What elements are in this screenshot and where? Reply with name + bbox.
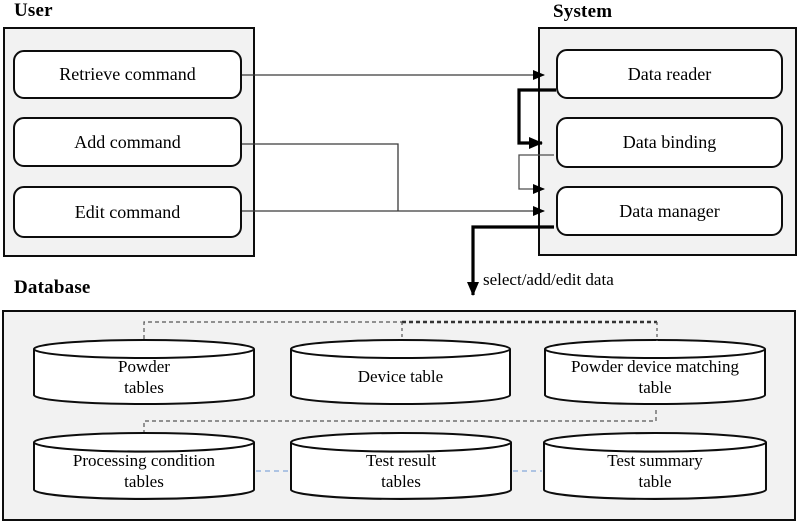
database-section-label: Database — [14, 277, 91, 298]
cylinder-label: Processing condition tables — [72, 450, 216, 491]
system-box-data-reader: Data reader — [556, 49, 783, 99]
data-manager-label: Data manager — [619, 200, 720, 221]
cylinder-label: Powder device matching table — [570, 356, 740, 397]
system-box-data-binding: Data binding — [556, 117, 783, 168]
database-cylinder-icon — [290, 339, 511, 405]
cylinder-label: Device table — [357, 367, 444, 386]
data-reader-label: Data reader — [627, 63, 712, 84]
select-add-edit-data-label: select/add/edit data — [483, 270, 614, 289]
user-section-label: User — [14, 0, 53, 21]
cylinder-powder-device-matching-table: Powder device matching table — [544, 339, 766, 407]
cylinder-powder-tables: Powder tables — [33, 339, 255, 407]
user-box-edit-command: Edit command — [13, 186, 242, 238]
database-cylinder-icon — [33, 339, 255, 405]
system-section-label: System — [553, 1, 613, 22]
cylinder-label: Test result tables — [365, 450, 437, 491]
cylinder-test-summary-table: Test summary table — [543, 432, 767, 502]
cylinder-label: Test summary table — [607, 450, 703, 491]
user-box-add-command: Add command — [13, 117, 242, 167]
cylinder-processing-condition-tables: Processing condition tables — [33, 432, 255, 502]
retrieve-command-label: Retrieve command — [59, 64, 196, 84]
edit-command-label: Edit command — [74, 201, 181, 222]
database-cylinder-icon — [544, 339, 766, 405]
cylinder-device-table: Device table — [290, 339, 511, 407]
database-cylinder-icon — [543, 432, 767, 500]
cylinder-label: Powder tables — [118, 356, 170, 397]
data-binding-label: Data binding — [622, 132, 717, 152]
database-cylinder-icon — [33, 432, 255, 500]
cylinder-test-result-tables: Test result tables — [290, 432, 512, 502]
edge-add-command-elbow — [242, 143, 399, 211]
database-cylinder-icon — [290, 432, 512, 500]
user-box-retrieve-command: Retrieve command — [13, 50, 242, 99]
system-box-data-manager: Data manager — [556, 186, 783, 236]
add-command-label: Add command — [74, 131, 181, 152]
